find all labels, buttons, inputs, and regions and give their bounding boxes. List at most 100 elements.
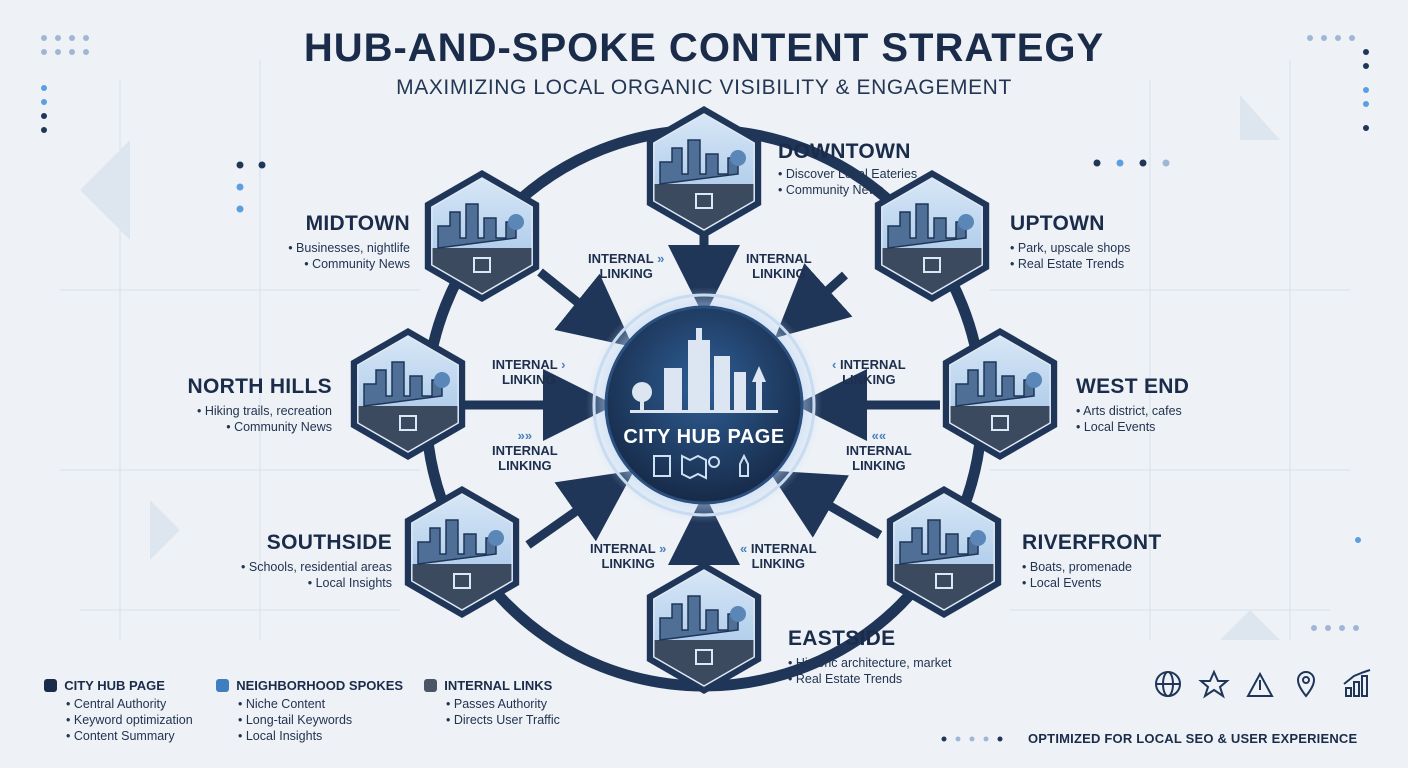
page-subtitle: MAXIMIZING LOCAL ORGANIC VISIBILITY & EN… [396, 76, 1012, 99]
bar-chart-icon [1343, 669, 1371, 697]
legend-hub: CITY HUB PAGE Central AuthorityKeyword o… [44, 678, 193, 744]
spoke-bullet: Hiking trails, recreation [150, 403, 332, 419]
spoke-name: SOUTHSIDE [266, 531, 392, 554]
hexagon-inner-edge [653, 113, 755, 231]
spoke-north-hills[interactable]: NORTH HILLS Hiking trails, recreation Co… [150, 375, 332, 435]
spoke-bullet: Arts district, cafes [1076, 403, 1189, 419]
tree-icon [488, 530, 504, 546]
hexagon-west-end[interactable] [938, 328, 1062, 468]
legend-links: INTERNAL LINKS Passes AuthorityDirects U… [424, 678, 560, 728]
building-icon [437, 203, 517, 249]
building-icon [955, 361, 1035, 407]
legend-swatch [44, 679, 57, 692]
legend-spokes: NEIGHBORHOOD SPOKES Niche ContentLong-ta… [216, 678, 403, 744]
spoke-bullet: Businesses, nightlife [240, 240, 410, 256]
internal-linking-label: INTERNAL ›LINKING [492, 357, 566, 387]
spoke-bullet: Community News [778, 182, 917, 198]
background-grid [60, 60, 1350, 640]
building-icon [887, 203, 967, 249]
building-icon [417, 519, 497, 565]
star-icon [1198, 669, 1230, 699]
spoke-bullet: Local Insights [200, 575, 392, 591]
tree-icon [730, 606, 746, 622]
spoke-name: NORTH HILLS [187, 375, 332, 398]
hexagon-inner-edge [893, 493, 995, 611]
landmark-icon [695, 649, 713, 665]
spoke-bullet: Community News [240, 256, 410, 272]
hub-ring [592, 293, 816, 517]
spoke-bullet: Discover Local Eateries [778, 166, 917, 182]
landmark-icon [923, 257, 941, 273]
spoke-bullet: Local Events [1022, 575, 1162, 591]
mountain-icon [1246, 671, 1274, 697]
spoke-west-end[interactable]: WEST END Arts district, cafes Local Even… [1076, 375, 1189, 435]
landmark-icon [399, 415, 417, 431]
page-title: HUB-AND-SPOKE CONTENT STRATEGY [303, 26, 1105, 70]
spoke-bullet: Real Estate Trends [788, 671, 951, 687]
tree-icon [730, 150, 746, 166]
spoke-eastside[interactable]: EASTSIDE Historic architecture, market R… [788, 627, 951, 687]
footer-text: OPTIMIZED FOR LOCAL SEO & USER EXPERIENC… [1028, 731, 1358, 746]
landmark-icon [453, 573, 471, 589]
spoke-name: MIDTOWN [305, 212, 410, 235]
spoke-bullet: Boats, promenade [1022, 559, 1162, 575]
decorative-shapes [80, 95, 1280, 640]
hexagon-inner-edge [411, 493, 513, 611]
hub-label: CITY HUB PAGE [623, 426, 785, 448]
hexagon-eastside[interactable] [642, 562, 766, 702]
landmark-icon [695, 193, 713, 209]
spoke-name: DOWNTOWN [778, 140, 911, 163]
footer-icons [1155, 669, 1371, 699]
spoke-downtown[interactable]: DOWNTOWN Discover Local Eateries Communi… [778, 140, 917, 198]
tree-icon [1026, 372, 1042, 388]
hexagon-inner-edge [357, 335, 459, 453]
hexagon-inner-edge [881, 177, 983, 295]
decorative-dots [41, 35, 1369, 742]
tree-icon [508, 214, 524, 230]
landmark-icon [473, 257, 491, 273]
tree-icon [958, 214, 974, 230]
building-icon [659, 139, 739, 185]
spoke-bullet: Park, upscale shops [1010, 240, 1131, 256]
hexagon-downtown[interactable] [642, 106, 766, 246]
legend-swatch [424, 679, 437, 692]
spoke-uptown[interactable]: UPTOWN Park, upscale shops Real Estate T… [1010, 212, 1130, 272]
hub-skyline-icon [630, 328, 778, 413]
internal-linking-label: INTERNAL »LINKING [588, 251, 665, 281]
tree-icon [434, 372, 450, 388]
spoke-bullet: Community News [150, 419, 332, 435]
landmark-icon [991, 415, 1009, 431]
hexagon-inner-edge [431, 177, 533, 295]
spoke-name: WEST END [1076, 375, 1190, 398]
spoke-name: UPTOWN [1010, 212, 1105, 235]
spoke-bullet: Local Events [1076, 419, 1189, 435]
spoke-bullet: Real Estate Trends [1010, 256, 1130, 272]
internal-link-arrows [465, 230, 940, 580]
spoke-name: RIVERFRONT [1022, 531, 1162, 554]
globe-icon [1155, 671, 1181, 697]
spoke-name: EASTSIDE [788, 627, 896, 650]
hexagon-inner-edge [949, 335, 1051, 453]
hexagon-north-hills[interactable] [346, 328, 470, 468]
internal-linking-label: INTERNAL »LINKING [590, 541, 667, 571]
spoke-bullet: Schools, residential areas [200, 559, 392, 575]
landmark-icon [935, 573, 953, 589]
hub-bottom-icons [653, 453, 749, 480]
spoke-bullet: Historic architecture, market [788, 655, 952, 671]
tree-icon [970, 530, 986, 546]
spoke-midtown[interactable]: MIDTOWN Businesses, nightlife Community … [240, 212, 410, 272]
building-icon [363, 361, 443, 407]
spoke-southside[interactable]: SOUTHSIDE Schools, residential areas Loc… [200, 531, 392, 591]
legend-swatch [216, 679, 229, 692]
building-icon [899, 519, 979, 565]
building-icon [659, 595, 739, 641]
spoke-riverfront[interactable]: RIVERFRONT Boats, promenade Local Events [1022, 531, 1162, 591]
hexagon-inner-edge [653, 569, 755, 687]
map-pin-icon [1296, 671, 1316, 698]
